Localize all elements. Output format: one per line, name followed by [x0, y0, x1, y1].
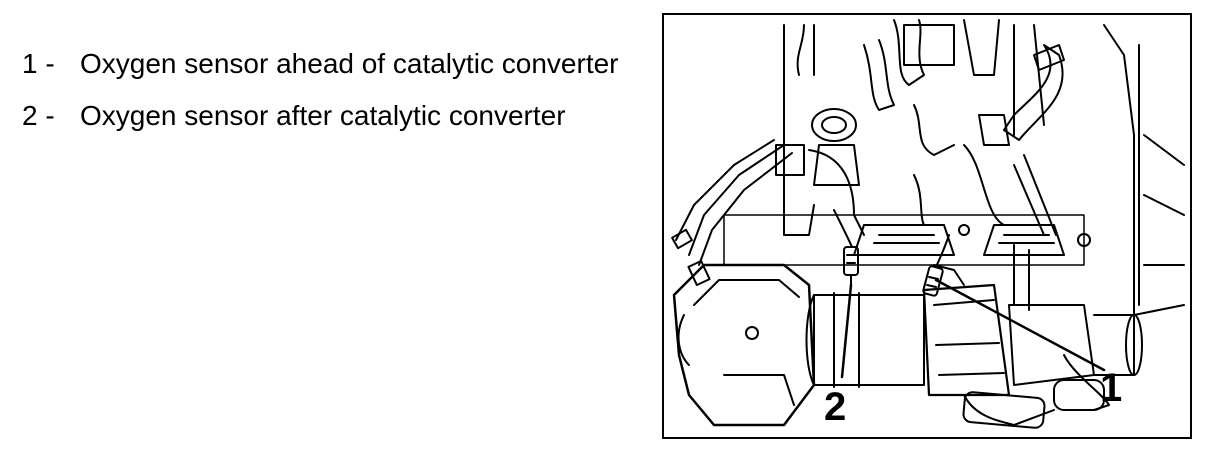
callout-1: 1 [1100, 366, 1122, 410]
legend-text: Oxygen sensor after catalytic converter [80, 100, 566, 131]
legend-text: Oxygen sensor ahead of catalytic convert… [80, 48, 619, 79]
legend-item-1: 1 - Oxygen sensor ahead of catalytic con… [22, 48, 642, 100]
intake-hoses [796, 19, 1065, 226]
legend-number: 1 - [22, 48, 55, 79]
leader-line-1 [934, 278, 1106, 372]
oxygen-sensor-2 [833, 209, 859, 288]
exhaust-pipe [805, 244, 1143, 429]
engine-diagram: 1 2 [662, 13, 1192, 439]
engine-illustration: 1 2 [671, 19, 1185, 429]
legend-item-2: 2 - Oxygen sensor after catalytic conver… [22, 100, 642, 152]
leader-line-2 [840, 283, 853, 379]
leader-lines [840, 278, 1106, 379]
air-filter-housing [672, 263, 816, 427]
legend: 1 - Oxygen sensor ahead of catalytic con… [22, 48, 642, 152]
engine-block [723, 154, 1091, 266]
callout-2: 2 [824, 385, 846, 429]
firewall-outline [783, 24, 1185, 316]
legend-number: 2 - [22, 100, 55, 131]
